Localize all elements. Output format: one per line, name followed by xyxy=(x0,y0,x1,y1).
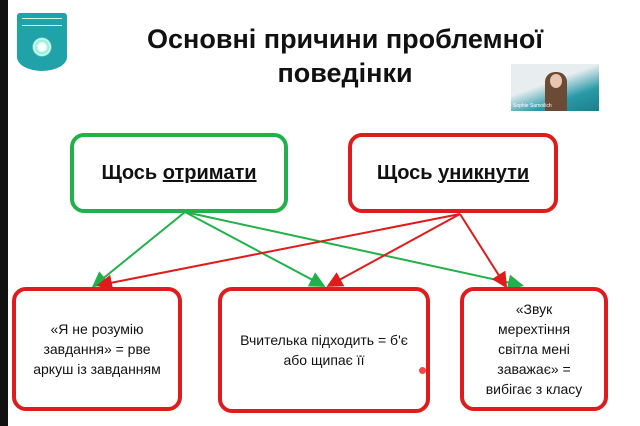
arrow-green-2 xyxy=(184,211,326,287)
arrow-red-1 xyxy=(96,213,461,291)
example-box-2: Вчителька підходить = б'є або щипає її xyxy=(218,287,430,413)
example-box-1: «Я не розумію завдання» = рве аркуш із з… xyxy=(12,287,182,411)
participant-name: Sophie Samoilich xyxy=(513,103,552,109)
example-box-3: «Звук мерехтіння світла мені заважає» = … xyxy=(460,287,608,411)
institution-logo xyxy=(17,13,67,71)
webcam-video[interactable]: Sophie Samoilich xyxy=(511,64,599,111)
laser-pointer xyxy=(419,367,426,374)
arrow-green-1 xyxy=(91,211,186,288)
arrow-green-3 xyxy=(184,211,524,291)
window-edge xyxy=(0,0,8,426)
arrow-red-3 xyxy=(459,213,508,289)
arrow-red-2 xyxy=(326,213,461,287)
box-avoid-something: Щось уникнути xyxy=(348,133,558,213)
box-get-something: Щось отримати xyxy=(70,133,288,213)
